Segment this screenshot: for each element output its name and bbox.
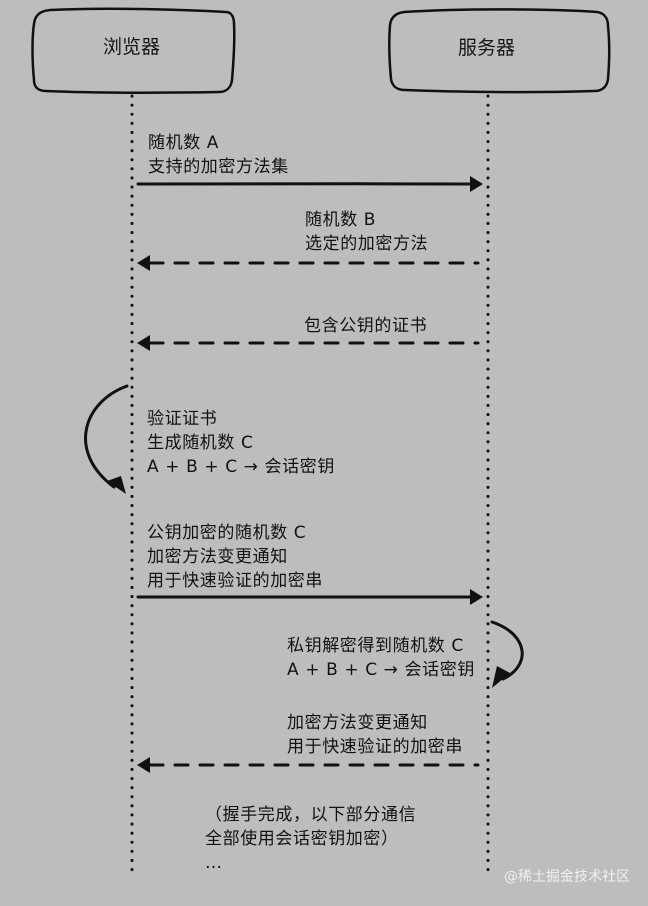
- client-hello-arrow: [136, 176, 483, 192]
- server-title: 服务器: [458, 37, 516, 59]
- browser-verification-label: 验证证书 生成随机数 C A + B + C → 会话密钥: [147, 409, 335, 477]
- browser-self-curved-arrow: [84, 384, 129, 494]
- watermark: @稀土掘金技术社区: [504, 869, 630, 885]
- key-exchange-label: 公钥加密的随机数 C 加密方法变更通知 用于快速验证的加密串: [147, 523, 323, 591]
- client-hello-label: 随机数 A 支持的加密方法集: [148, 133, 289, 177]
- browser-title: 浏览器: [103, 36, 161, 58]
- server-box: [388, 8, 611, 94]
- server-self-curved-arrow: [490, 620, 524, 688]
- certificate-label: 包含公钥的证书: [304, 316, 428, 336]
- server-finished-label: 加密方法变更通知 用于快速验证的加密串: [287, 713, 463, 757]
- server-decryption-label: 私钥解密得到随机数 C A + B + C → 会话密钥: [287, 636, 475, 680]
- handshake-complete-label: （握手完成，以下部分通信 全部使用会话密钥加密） …: [205, 805, 417, 873]
- key-exchange-arrow: [136, 589, 483, 605]
- server-finished-arrow: [137, 757, 480, 773]
- server-hello-arrow: [137, 255, 480, 271]
- server-hello-label: 随机数 B 选定的加密方法: [305, 210, 429, 254]
- browser-box: [31, 7, 236, 94]
- certificate-arrow: [137, 335, 480, 351]
